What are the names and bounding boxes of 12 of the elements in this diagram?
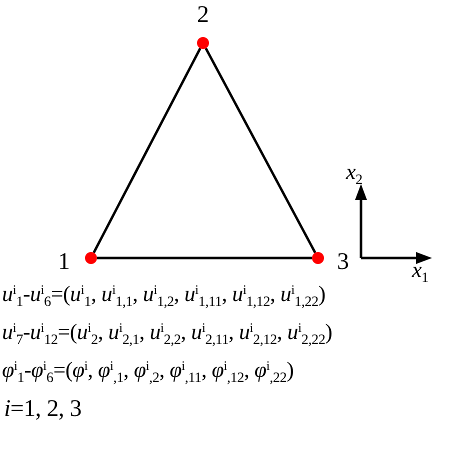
- node-number: 2: [197, 3, 209, 27]
- triangle-edge: [97, 256, 312, 260]
- formula-text: u$^{i}$$_{1}$-u$^{i}$$_{6}$=(u$^{i}$$_{1}$, u$^{i}$$_{1,1}$, u$^{i}$$_{1,2}$, u$^{i}$$_{1,11}$, u$^{i}$$_{1,12}$, u$^{i}$$_{1,22}$): [2, 280, 326, 308]
- formula-text: u$^{i}$$_{7}$-u$^{i}$$_{12}$=(u$^{i}$$_{2}$, u$^{i}$$_{2,1}$, u$^{i}$$_{2,2}$, u$^{i}$$_{2,11}$, u$^{i}$$_{2,12}$, u$^{i}$$_{2,22}$): [2, 318, 332, 346]
- formula-text: i=1, 2, 3: [4, 395, 82, 424]
- node-number: 3: [337, 250, 349, 274]
- triangle-edge: [92, 48, 202, 254]
- triangle-edge: [204, 48, 316, 254]
- axis-label: x$_{1}$: [412, 256, 428, 284]
- axis-label: x$_{2}$: [346, 158, 362, 186]
- formula-text: φ$^{i}$$_{1}$-φ$^{i}$$_{6}$=(φ$^{i}$, φ$^{i}$$_{,1}$, φ$^{i}$$_{,2}$, φ$^{i}$$_{,11}$, φ$^{i}$$_{,12}$, φ$^{i}$$_{,22}$): [2, 356, 294, 384]
- node-number: 1: [58, 250, 70, 274]
